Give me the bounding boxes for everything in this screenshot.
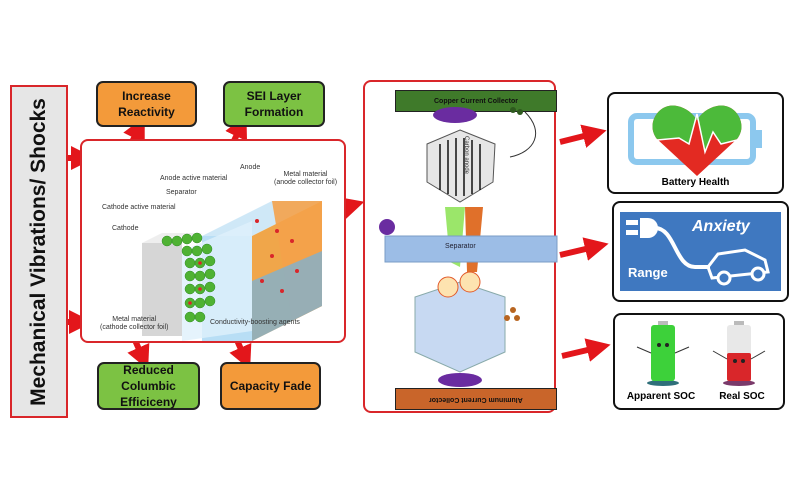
label-cathode-foil: Metal material (cathode collector foil) [100,316,169,331]
battery-health-box: Battery Health [607,92,784,194]
arrow-to-health [559,124,607,148]
arrow-to-soc [561,338,611,362]
label-anode: Anode [240,164,261,171]
soc-batteries-icon [636,321,766,386]
reduced-efficiency-label: Reduced Columbic Efficiceny [120,362,177,410]
label-anode-foil: Metal material (anode collector foil) [274,171,338,186]
mechanical-shocks-panel: Mechanical Vibrations/ Shocks [10,85,68,418]
range-anxiety-box: Anxiety Range [612,201,789,302]
real-soc-label: Real SOC [719,391,765,402]
label-separator: Separator [166,189,197,196]
arrow-to-range [559,237,609,261]
mechanical-shocks-title: Mechanical Vibrations/ Shocks [27,97,50,406]
label-conductivity: Conductivity-boosting agents [210,319,300,326]
separator-label: Separator [445,243,476,250]
soc-box: Apparent SOC Real SOC [613,313,785,410]
sei-layer-box: SEI Layer Formation [223,81,325,127]
aluminum-collector-bar: Aluminum Current Collector [395,388,557,410]
label-anode-active: Anode active material [160,175,228,182]
capacity-fade-box: Capacity Fade [220,362,321,410]
mechanism-illustration [379,107,558,387]
ev-plug-car-icon [626,218,770,286]
reduced-efficiency-box: Reduced Columbic Efficiceny [97,362,200,410]
label-cathode-active: Cathode active material [102,204,176,211]
increase-reactivity-label: Increase Reactivity [118,88,175,119]
battery-heart-icon [628,105,762,176]
battery-cell-panel: Anode Anode active material Metal materi… [80,139,346,343]
label-cathode: Cathode [112,225,139,232]
battery-cell-illustration [142,201,322,341]
increase-reactivity-box: Increase Reactivity [96,81,197,127]
capacity-fade-label: Capacity Fade [229,378,312,393]
sei-layer-label: SEI Layer Formation [244,88,304,119]
anxiety-label: Anxiety [692,218,750,235]
apparent-soc-label: Apparent SOC [626,391,696,402]
carbon-anode-label: Carbon anode [463,135,470,175]
range-label: Range [628,265,668,280]
copper-collector-bar: Copper Current Collector [395,90,557,112]
range-anxiety-panel: Anxiety Range [620,212,781,291]
copper-collector-label: Copper Current Collector [433,97,518,105]
degradation-mechanism-panel: Copper Current Collector Carbon anode Se… [363,80,558,413]
battery-health-label: Battery Health [661,177,730,188]
aluminum-collector-label: Aluminum Current Collector [429,395,523,403]
